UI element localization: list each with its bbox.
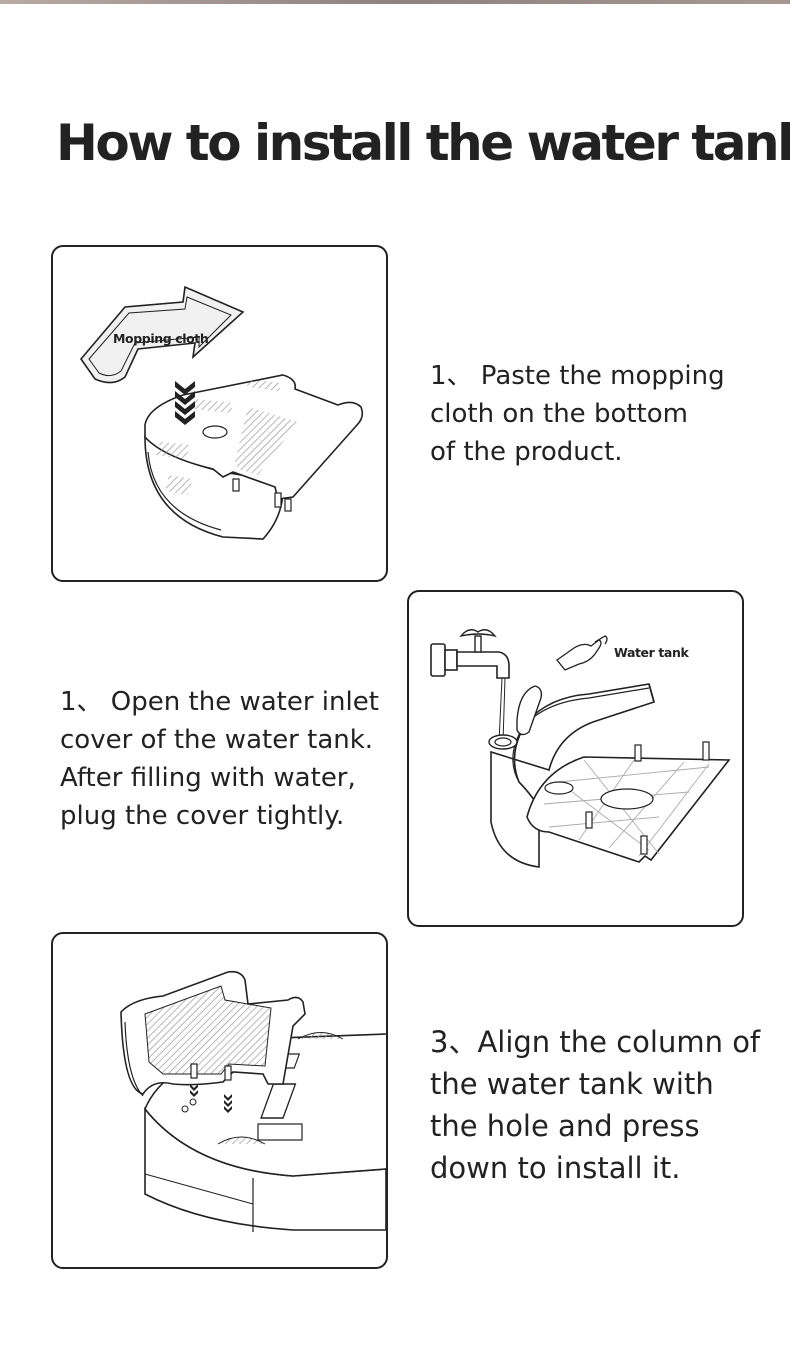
faucet-icon xyxy=(430,629,510,743)
step-3-instruction: 3、Align the column of the water tank wit… xyxy=(430,1025,761,1185)
step-1-instruction: 1、 Paste the mopping cloth on the bottom… xyxy=(430,361,725,467)
mopping-cloth-label: Mopping cloth xyxy=(113,331,208,346)
pointing-hand-icon xyxy=(556,635,608,671)
step-2-illustration-panel: Water tank xyxy=(407,590,744,927)
water-tank-label: Water tank xyxy=(614,645,689,660)
step-2-instruction: 1、 Open the water inlet cover of the wat… xyxy=(60,687,379,831)
step-1-illustration-panel: Mopping cloth xyxy=(51,245,388,582)
chevron-down-arrows-icon xyxy=(190,1084,232,1113)
page-title: How to install the water tank xyxy=(56,114,790,172)
chevron-down-arrows-icon xyxy=(175,381,195,425)
mop-plate-illustration: Mopping cloth xyxy=(79,285,364,540)
robot-installation-illustration xyxy=(120,970,386,1232)
top-divider-bar xyxy=(0,0,790,4)
step-3-illustration-panel xyxy=(51,932,388,1269)
water-tank-illustration: Water tank xyxy=(430,629,731,868)
